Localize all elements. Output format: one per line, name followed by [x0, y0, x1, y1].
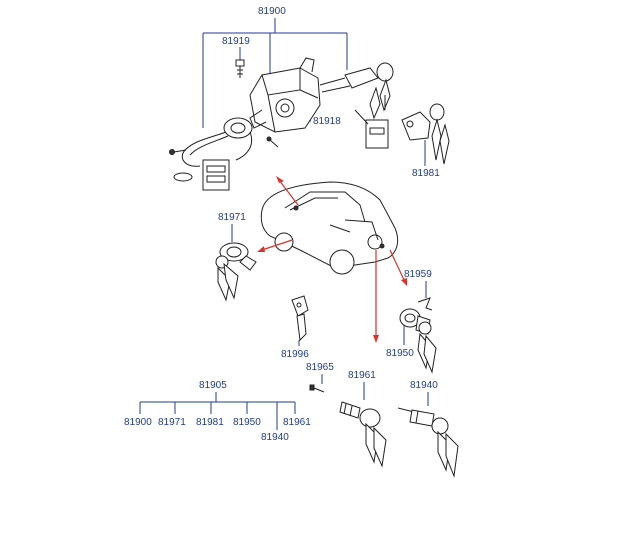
callout-81900-top[interactable]: 81900 — [202, 6, 348, 128]
kit-item-5: 81961 — [283, 417, 311, 428]
door-lock-81971 — [215, 242, 257, 302]
label-81919: 81919 — [222, 36, 250, 47]
lock-cylinder-81961 — [339, 401, 387, 468]
label-81996: 81996 — [281, 349, 309, 360]
location-arrows — [257, 176, 407, 343]
label-81918: 81918 — [313, 116, 341, 127]
wire-harness — [169, 117, 253, 191]
callout-81996[interactable]: 81996 — [281, 340, 309, 360]
kit-bracket-81905[interactable]: 81905 81900 81971 81981 81950 81961 8194… — [124, 380, 311, 443]
key-81996 — [291, 295, 309, 342]
callout-81959[interactable]: 81959 — [404, 269, 432, 298]
label-81940-mid: 81940 — [410, 380, 438, 391]
label-81950: 81950 — [386, 348, 414, 359]
label-81961-mid: 81961 — [348, 370, 376, 381]
callout-81961-mid[interactable]: 81961 — [348, 370, 376, 400]
kit-item-4: 81950 — [233, 417, 261, 428]
ignition-lock-assembly — [235, 57, 321, 148]
kit-item-3: 81981 — [196, 417, 224, 428]
callout-81981-top[interactable]: 81981 — [412, 140, 440, 179]
trunk-lock-81950 — [399, 308, 437, 374]
label-81959: 81959 — [404, 269, 432, 280]
label-81971: 81971 — [218, 212, 246, 223]
callout-81940-mid[interactable]: 81940 — [410, 380, 438, 406]
kit-item-1: 81900 — [124, 417, 152, 428]
callout-81919[interactable]: 81919 — [222, 36, 250, 60]
lock-cylinder-81940 — [397, 407, 459, 478]
kit-title: 81905 — [199, 380, 227, 391]
callout-81965[interactable]: 81965 — [306, 362, 334, 384]
callout-81950-mid[interactable]: 81950 — [386, 324, 414, 359]
door-lock-81981 — [401, 103, 450, 165]
callout-81971[interactable]: 81971 — [218, 212, 246, 242]
kit-extra: 81940 — [261, 432, 289, 443]
label-81900-top: 81900 — [258, 6, 286, 17]
label-81981-top: 81981 — [412, 168, 440, 179]
screw-81965 — [309, 384, 325, 393]
ignition-key-cylinder — [319, 62, 394, 149]
clip-81959 — [417, 297, 433, 311]
label-81965: 81965 — [306, 362, 334, 373]
kit-item-2: 81971 — [158, 417, 186, 428]
car-outline — [260, 181, 399, 275]
